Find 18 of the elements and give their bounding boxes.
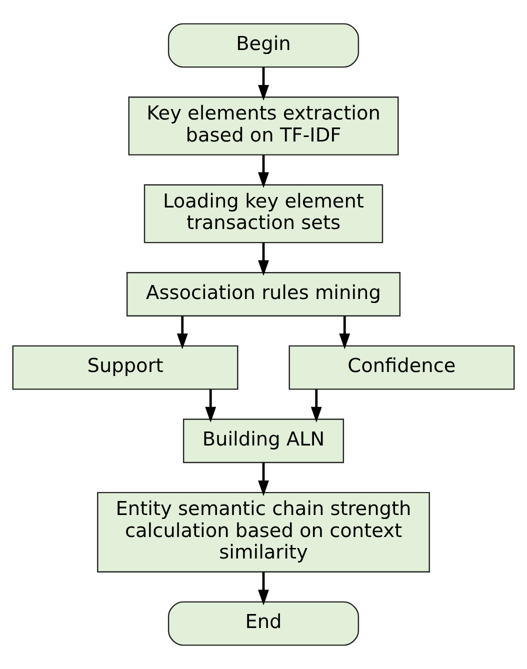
- node-box: Building ALN: [182, 418, 344, 464]
- node-box: Association rules mining: [126, 272, 401, 316]
- arrow: [258, 462, 269, 496]
- node-box: Support: [12, 345, 238, 390]
- node-box: Entity semantic chain strength calculation based on context similarity: [97, 492, 430, 572]
- arrow: [258, 155, 269, 188]
- arrow: [258, 67, 269, 101]
- arrow: [310, 390, 322, 423]
- node-box: End: [168, 601, 360, 646]
- node-box: Confidence: [288, 345, 515, 390]
- arrow: [339, 316, 350, 350]
- arrow: [258, 572, 269, 606]
- node-box: Begin: [168, 23, 360, 68]
- node-box: Loading key element transaction sets: [144, 184, 384, 244]
- arrow: [205, 390, 216, 423]
- node-box: Key elements extraction based on TF-IDF: [128, 96, 399, 156]
- arrow: [258, 242, 269, 276]
- arrow: [176, 316, 188, 350]
